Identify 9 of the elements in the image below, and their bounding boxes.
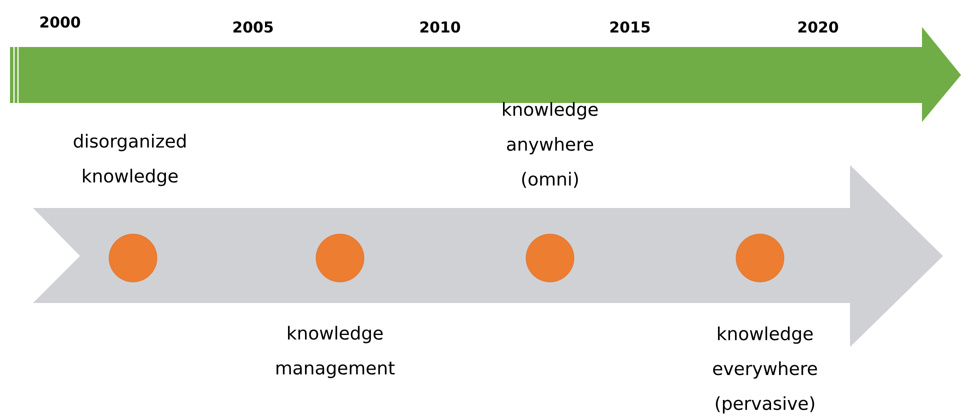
year-label: 2010 (420, 21, 460, 33)
year-label: 2005 (233, 21, 273, 33)
milestone-label: knowledge anywhere (omni) (503, 102, 598, 188)
milestone-label: disorganized knowledge (74, 134, 186, 186)
year-label: 2015 (610, 21, 650, 33)
year-label: 2020 (798, 21, 838, 33)
milestone-label: knowledge management (276, 326, 395, 378)
year-label: 2000 (40, 16, 80, 28)
milestone-label: knowledge everywhere (pervasive) (713, 326, 817, 414)
